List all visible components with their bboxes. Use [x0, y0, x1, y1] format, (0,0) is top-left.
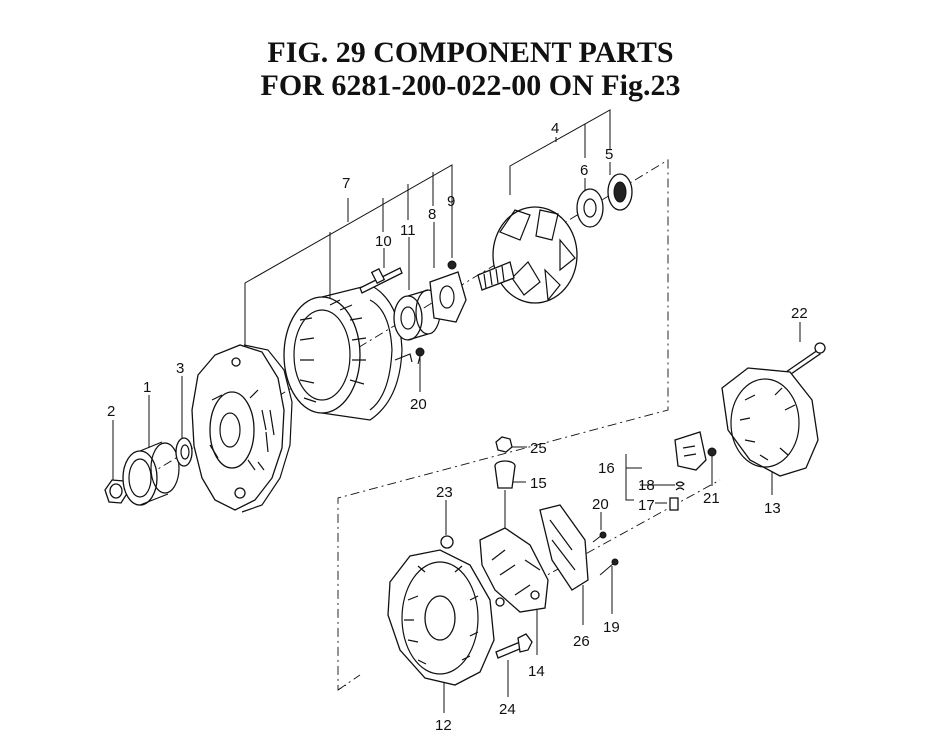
callout-23: 23: [436, 484, 453, 501]
rotor-assembly: [477, 206, 578, 304]
part-3-spacer: [175, 437, 193, 467]
callout-11: 11: [400, 222, 416, 239]
part-6-bearing: [576, 188, 604, 228]
part-23-washer: [440, 535, 454, 549]
callout-25: 25: [530, 440, 547, 457]
callout-22: 22: [791, 305, 808, 322]
callout-24: 24: [499, 701, 516, 718]
part-19-screw: [599, 558, 619, 576]
callout-14: 14: [528, 663, 545, 680]
callout-21: 21: [703, 490, 720, 507]
callout-18: 18: [638, 477, 655, 494]
callout-4: 4: [551, 120, 559, 137]
part-15-insulator: [494, 460, 516, 489]
part-24-bolt: [495, 633, 533, 659]
part-8-retainer-plate: [429, 271, 467, 323]
part-25-nut: [495, 436, 513, 453]
leader-lines: [112, 109, 801, 713]
callout-10: 10: [375, 233, 392, 250]
part-20-screw-upper: [415, 347, 425, 365]
part-17-brush: [669, 497, 679, 511]
callout-7: 7: [342, 175, 350, 192]
assembly-axis-lines: [114, 159, 721, 691]
title-line-1: FIG. 29 COMPONENT PARTS: [267, 36, 674, 69]
part-21-screw: [707, 447, 717, 457]
callout-19: 19: [603, 619, 620, 636]
front-bracket-housing: [191, 344, 293, 513]
callout-20-upper: 20: [410, 396, 427, 413]
part-10-stud: [359, 267, 403, 294]
part-2-pulley-nut: [104, 479, 129, 504]
part-1-pulley: [122, 441, 180, 506]
callout-17: 17: [638, 497, 655, 514]
callout-15: 15: [530, 475, 547, 492]
callout-8: 8: [428, 206, 436, 223]
part-9-screw: [447, 260, 457, 270]
callout-1: 1: [143, 379, 151, 396]
callout-20-lower: 20: [592, 496, 609, 513]
callout-2: 2: [107, 403, 115, 420]
figure-title: FIG. 29 COMPONENT PARTS FOR 6281-200-022…: [0, 36, 941, 102]
title-line-2: FOR 6281-200-022-00 ON Fig.23: [260, 69, 681, 102]
part-14-rectifier: [479, 490, 549, 613]
part-16-brush-holder: [674, 431, 707, 471]
callout-13: 13: [764, 500, 781, 517]
callout-26: 26: [573, 633, 590, 650]
callout-16: 16: [598, 460, 615, 477]
stator-assembly: [283, 284, 413, 421]
callout-5: 5: [605, 146, 613, 163]
part-26-regulator: [539, 504, 589, 591]
part-5-seal: [607, 173, 633, 211]
part-22-bolt: [785, 342, 826, 377]
callout-3: 3: [176, 360, 184, 377]
part-11-bearing: [393, 289, 441, 341]
callout-12: 12: [435, 717, 452, 734]
part-18-spring: [675, 481, 685, 491]
part-13-rear-cover: [721, 367, 819, 477]
callout-6: 6: [580, 162, 588, 179]
part-20-screw-lower: [592, 531, 607, 543]
part-12-rear-bracket: [387, 549, 495, 686]
callout-9: 9: [447, 193, 455, 210]
callout-labels: 1 2 3 4 5 6 7 8 9 10 11 12 13 14 15 16 1…: [107, 120, 808, 734]
